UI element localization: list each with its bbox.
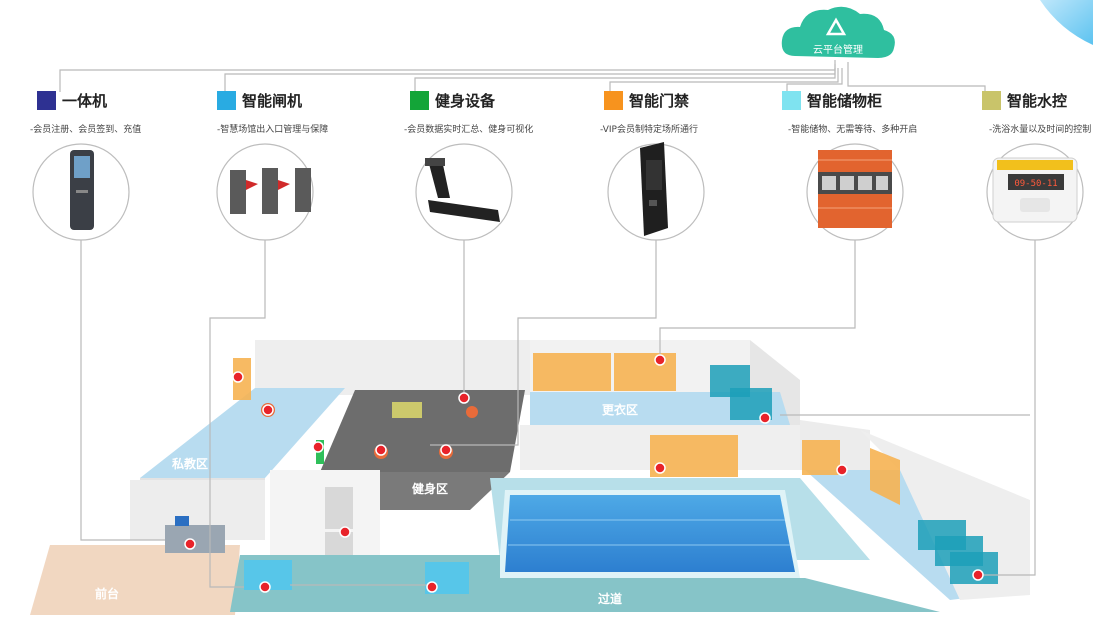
front-desk-counter	[165, 525, 225, 553]
location-marker	[312, 441, 324, 453]
kiosk-icon	[70, 150, 94, 230]
locker-icon	[818, 150, 892, 228]
zone-label-front-desk: 前台	[95, 586, 119, 601]
location-marker	[654, 462, 666, 474]
location-marker	[232, 371, 244, 383]
locker-unit	[614, 353, 676, 391]
water-meter-readout: 09-50-11	[1014, 179, 1057, 189]
location-marker	[654, 354, 666, 366]
zone-label-fitness: 健身区	[412, 481, 448, 496]
device-turnstile: 智能闸机 -智慧场馆出入口管理与保障	[216, 91, 328, 241]
device-fitness-equipment: 健身设备 -会员数据实时汇总、健身可视化	[404, 91, 533, 241]
device-color-swatch	[217, 91, 236, 110]
cloud-platform: 云平台管理	[781, 6, 895, 59]
corner-decoration	[1040, 0, 1093, 45]
device-smart-locker: 智能储物柜 -智能储物、无需等待、多种开启	[782, 91, 917, 241]
cloud-logo-icon	[825, 17, 847, 36]
location-marker	[759, 412, 771, 424]
device-location-markers	[184, 354, 984, 593]
fitness-floor	[320, 390, 525, 472]
device-color-swatch	[982, 91, 1001, 110]
locker-unit	[533, 353, 611, 391]
zone-label-locker-room: 更衣区	[602, 402, 638, 417]
swimming-pool	[505, 495, 795, 572]
location-marker	[339, 526, 351, 538]
front-desk-floor	[30, 545, 240, 615]
private-class-floor	[140, 388, 345, 478]
device-color-swatch	[782, 91, 801, 110]
device-title: 智能储物柜	[807, 92, 882, 110]
corridor-floor	[230, 555, 940, 612]
location-marker	[458, 392, 470, 404]
device-title: 智能闸机	[242, 92, 302, 110]
location-marker	[184, 538, 196, 550]
device-description: -VIP会员制特定场所通行	[600, 123, 698, 135]
device-access-control: 智能门禁 -VIP会员制特定场所通行	[600, 91, 705, 241]
treadmill-icon	[425, 158, 500, 222]
device-description: -会员注册、会员签到、充值	[30, 123, 141, 135]
device-title: 健身设备	[435, 92, 496, 110]
location-marker	[259, 581, 271, 593]
location-marker	[972, 569, 984, 581]
water-meter-icon: 09-50-11	[992, 157, 1078, 223]
device-title: 一体机	[62, 92, 107, 110]
device-description: -智慧场馆出入口管理与保障	[217, 123, 328, 135]
device-color-swatch	[37, 91, 56, 110]
location-marker	[262, 404, 274, 416]
turnstile-gate-icon	[230, 168, 311, 214]
device-kiosk: 一体机 -会员注册、会员签到、充值	[30, 91, 141, 241]
device-title: 智能水控	[1007, 92, 1067, 110]
floor-plan: 私教区 健身区 更衣区 前台 过道	[30, 340, 1030, 615]
device-description: -会员数据实时汇总、健身可视化	[404, 123, 533, 135]
zone-label-private-class: 私教区	[171, 456, 208, 471]
access-terminal-icon	[640, 142, 668, 236]
locker-unit	[802, 440, 840, 475]
connection-lines	[59, 60, 1036, 588]
location-marker	[375, 444, 387, 456]
device-water-control: 智能水控 -洗浴水量以及时间的控制 09-50-11	[982, 91, 1091, 241]
device-color-swatch	[410, 91, 429, 110]
zone-label-corridor: 过道	[598, 591, 622, 606]
device-description: -智能储物、无需等待、多种开启	[788, 123, 917, 135]
device-title: 智能门禁	[629, 92, 689, 110]
device-description: -洗浴水量以及时间的控制	[989, 123, 1091, 135]
location-marker	[426, 581, 438, 593]
location-marker	[440, 444, 452, 456]
cloud-platform-label: 云平台管理	[813, 43, 863, 56]
location-marker	[836, 464, 848, 476]
locker-room-floor	[530, 392, 790, 425]
device-color-swatch	[604, 91, 623, 110]
